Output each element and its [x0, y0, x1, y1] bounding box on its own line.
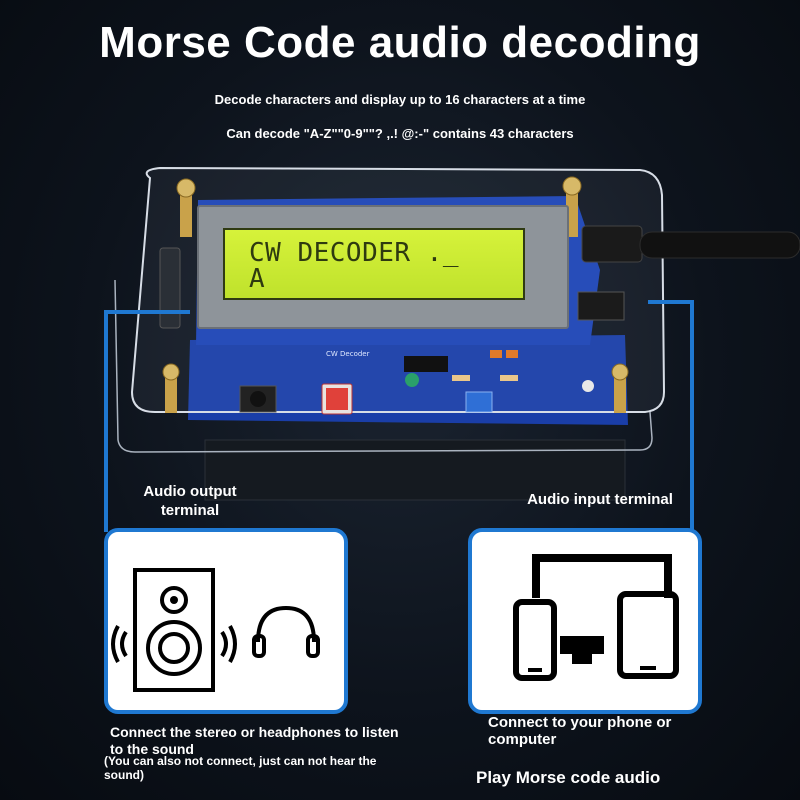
- capacitor: [405, 373, 419, 387]
- audio-output-note: (You can also not connect, just can not …: [104, 754, 377, 782]
- page-title: Morse Code audio decoding: [99, 18, 701, 67]
- standoff-top-right: [566, 182, 578, 237]
- audio-input-caption: Connect to your phone or computer: [488, 714, 672, 748]
- audio-output-label: Audio output terminal: [143, 483, 237, 519]
- audio-output-caption: Connect the stereo or headphones to list…: [110, 724, 399, 757]
- standoff-screw-bottom-left: [162, 363, 180, 381]
- sound-waves-icon: [111, 625, 237, 663]
- push-button[interactable]: [250, 391, 266, 407]
- standoff-screw-top-left: [176, 178, 196, 198]
- smd-orange-2: [506, 350, 518, 358]
- feature-line-2: Can decode "A-Z""0-9""? ,.! @:-" contain…: [226, 126, 574, 141]
- lcd-screen: CW DECODER ._ A: [223, 228, 525, 300]
- feature-line-1: Decode characters and display up to 16 c…: [214, 92, 586, 107]
- audio-input-illustration: [513, 554, 679, 681]
- resistor-1: [452, 375, 470, 381]
- smd-orange: [490, 350, 502, 358]
- potentiometer[interactable]: [465, 391, 493, 413]
- reset-button-cap: [326, 388, 348, 410]
- phone-icon: [513, 599, 557, 681]
- audio-input-card: [468, 528, 702, 714]
- led-indicator: [582, 380, 594, 392]
- standoff-screw-bottom-right: [611, 363, 629, 381]
- ic-chip: [404, 356, 448, 372]
- audio-output-illustration: [111, 568, 320, 692]
- lcd-line-1: CW DECODER ._: [249, 238, 459, 268]
- resistor-2: [500, 375, 518, 381]
- audio-output-card: [104, 528, 348, 714]
- speaker-icon: [133, 568, 215, 692]
- monitor-icon: [532, 554, 672, 664]
- standoff-screw-top-right: [562, 176, 582, 196]
- audio-cable: [639, 231, 800, 259]
- pcb-label: CW Decoder: [326, 350, 370, 358]
- lcd-line-2: A: [249, 264, 266, 294]
- headphones-icon: [252, 605, 320, 658]
- connector-line-left: [104, 310, 190, 532]
- audio-input-label: Audio input terminal: [527, 491, 673, 508]
- audio-input-jack[interactable]: [581, 225, 643, 263]
- tablet-icon: [617, 591, 679, 679]
- footer-text: Play Morse code audio: [476, 768, 661, 787]
- acrylic-lower-plate: [114, 279, 653, 453]
- audio-output-jack[interactable]: [159, 247, 181, 329]
- terminal-block[interactable]: [577, 291, 625, 321]
- connector-line-right: [648, 300, 694, 532]
